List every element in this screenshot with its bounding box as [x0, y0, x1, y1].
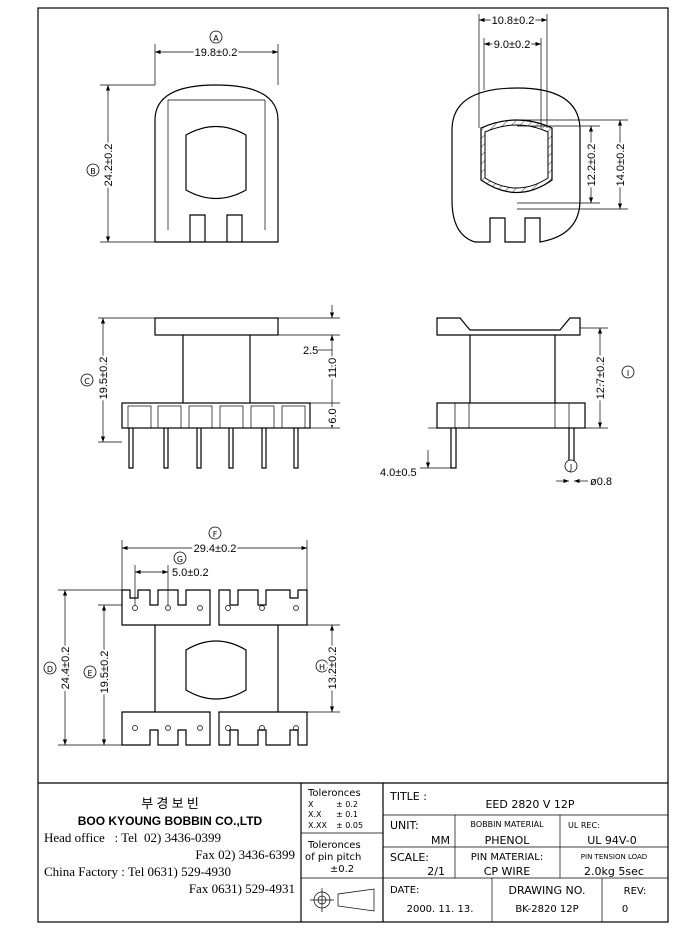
company-korean-name: 부 경 보 빈 — [141, 796, 199, 811]
dim-h: 13.2±0.2 — [327, 647, 339, 690]
marker-d — [43, 661, 57, 675]
marker-j-label: J — [569, 463, 572, 472]
dim-base-height: 6.0 — [327, 408, 339, 423]
side-view-right — [420, 317, 608, 484]
marker-h — [315, 659, 329, 673]
dim-j: ø0.8 — [590, 476, 612, 488]
drawing-title: EED 2820 V 12P — [485, 798, 574, 811]
scale-label: SCALE: — [390, 851, 429, 864]
marker-g — [173, 551, 187, 565]
dim-flange-thickness: 2.5 — [303, 345, 318, 357]
marker-a — [209, 30, 223, 44]
marker-g-label: G — [177, 555, 183, 564]
marker-h-label: H — [319, 663, 325, 672]
date-value: 2000. 11. 13. — [407, 904, 474, 915]
head-office-tel: Head office : Tel 02) 3436-0399 — [44, 830, 221, 845]
date-label: DATE: — [390, 885, 419, 896]
head-office-fax: Fax 02) 3436-6399 — [195, 847, 295, 862]
marker-a-label: A — [213, 34, 219, 43]
bobbin-material-value: PHENOL — [485, 834, 531, 847]
china-factory-fax: Fax 0631) 529-4931 — [189, 881, 295, 896]
dim-pin-length: 4.0±0.5 — [380, 467, 417, 479]
ul-label: UL REC: — [568, 821, 600, 830]
dim-inner-width: 9.0±0.2 — [494, 39, 531, 51]
marker-i-label: I — [627, 369, 629, 378]
dim-d: 24.4±0.2 — [60, 647, 72, 690]
dim-b: 24.2±0.2 — [103, 144, 115, 187]
company-name: BOO KYOUNG BOBBIN CO.,LTD — [78, 814, 263, 828]
bottom-view — [58, 540, 340, 746]
drawing-no-label: DRAWING NO. — [509, 884, 586, 897]
title-block-lines — [38, 782, 668, 922]
marker-j — [564, 459, 578, 473]
rev-label: REV: — [624, 886, 647, 897]
tol-xxx: X.XX — [308, 821, 328, 830]
marker-i — [621, 365, 635, 379]
pin-material-label: PIN MATERIAL: — [471, 852, 543, 863]
tol-xxx-value: ± 0.05 — [336, 821, 363, 830]
drawing-border — [37, 7, 669, 923]
dim-f: 29.4±0.2 — [194, 543, 237, 555]
pin-tol-title: Toleronces — [307, 840, 361, 851]
tol-x: X — [308, 800, 314, 809]
marker-f — [208, 526, 222, 540]
pin-material-value: CP WIRE — [484, 865, 531, 878]
marker-c-label: C — [84, 377, 90, 386]
marker-e-label: E — [87, 669, 92, 678]
unit-value: MM — [431, 834, 450, 847]
dim-i: 12.7±0.2 — [595, 357, 607, 400]
top-view-left — [100, 44, 279, 243]
top-view-right — [451, 14, 628, 243]
bobbin-material-label: BOBBIN MATERIAL — [470, 820, 544, 829]
pin-tension-value: 2.0kg 5sec — [584, 865, 644, 878]
tol-x-value: ± 0.2 — [336, 800, 358, 809]
marker-b — [86, 163, 100, 177]
rev-value: 0 — [622, 904, 628, 915]
scale-value: 2/1 — [427, 865, 445, 878]
dim-g: 5.0±0.2 — [172, 567, 209, 579]
dim-e: 19.5±0.2 — [99, 651, 111, 694]
ul-value: UL 94V-0 — [587, 834, 637, 847]
dim-a: 19.8±0.2 — [195, 47, 238, 59]
marker-d-label: D — [47, 665, 53, 674]
marker-b-label: B — [90, 167, 96, 176]
tolerances-title: Toleronces — [307, 788, 361, 799]
china-factory-tel: China Factory : Tel 0631) 529-4930 — [44, 864, 231, 879]
marker-c — [80, 373, 94, 387]
tol-xx: X.X — [308, 810, 322, 819]
dim-core-length: 11.0 — [327, 358, 339, 379]
pin-tol-subtitle: of pin pitch — [305, 852, 361, 863]
unit-label: UNIT: — [390, 819, 419, 832]
dim-outer-height: 14.0±0.2 — [615, 144, 627, 187]
pin-tension-label: PIN TENSION LOAD — [581, 853, 647, 861]
marker-e — [83, 665, 97, 679]
projection-symbol-icon — [310, 888, 375, 912]
marker-f-label: F — [213, 530, 218, 539]
title-label: TITLE : — [389, 790, 427, 803]
dim-c: 19.5±0.2 — [98, 357, 110, 400]
drawing-no-value: BK-2820 12P — [515, 904, 578, 915]
tol-xx-value: ± 0.1 — [336, 810, 358, 819]
dim-inner-height: 12.2±0.2 — [586, 144, 598, 187]
side-view-left — [98, 305, 340, 469]
dim-outer-width: 10.8±0.2 — [492, 15, 535, 27]
pin-tol-value: ±0.2 — [330, 864, 354, 875]
